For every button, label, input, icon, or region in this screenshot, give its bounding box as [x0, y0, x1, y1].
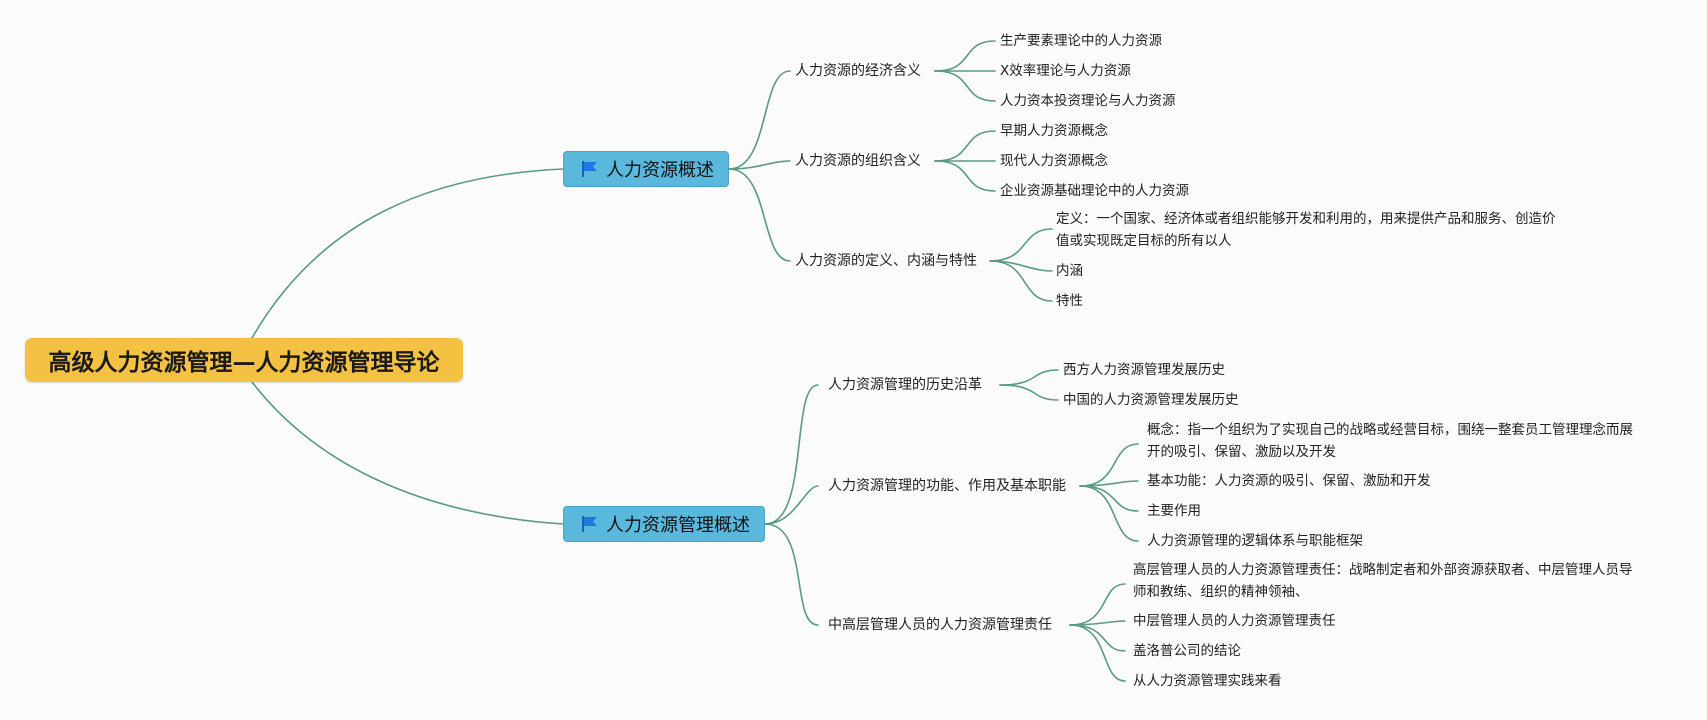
- leaf-topic[interactable]: 从人力资源管理实践来看: [1133, 673, 1282, 689]
- leaf-topic[interactable]: 人力资源管理的逻辑体系与职能框架: [1147, 533, 1363, 549]
- subtopic-history[interactable]: 人力资源管理的历史沿革: [828, 377, 982, 393]
- flag-icon: [580, 160, 600, 178]
- root-topic[interactable]: 高级人力资源管理—人力资源管理导论: [25, 338, 463, 382]
- leaf-topic[interactable]: 人力资本投资理论与人力资源: [1000, 93, 1176, 109]
- branch-hr-overview[interactable]: 人力资源概述: [563, 151, 729, 187]
- branch-label: 人力资源概述: [606, 160, 714, 181]
- subtopic-management-responsibility[interactable]: 中高层管理人员的人力资源管理责任: [828, 617, 1052, 633]
- flag-icon: [580, 515, 600, 533]
- leaf-topic[interactable]: 中国的人力资源管理发展历史: [1063, 392, 1239, 408]
- leaf-topic[interactable]: 主要作用: [1147, 503, 1201, 519]
- leaf-topic[interactable]: 生产要素理论中的人力资源: [1000, 33, 1162, 49]
- leaf-topic[interactable]: X效率理论与人力资源: [1000, 63, 1131, 79]
- leaf-topic-definition[interactable]: 定义：一个国家、经济体或者组织能够开发和利用的，用来提供产品和服务、创造价值或实…: [1056, 211, 1556, 249]
- leaf-topic[interactable]: 特性: [1056, 293, 1083, 309]
- subtopic-functions[interactable]: 人力资源管理的功能、作用及基本职能: [828, 478, 1066, 494]
- subtopic-definition-connotation[interactable]: 人力资源的定义、内涵与特性: [795, 253, 977, 269]
- leaf-topic[interactable]: 内涵: [1056, 263, 1083, 279]
- leaf-topic[interactable]: 盖洛普公司的结论: [1133, 643, 1241, 659]
- leaf-topic-senior-responsibility[interactable]: 高层管理人员的人力资源管理责任：战略制定者和外部资源获取者、中层管理人员导师和教…: [1133, 562, 1633, 600]
- leaf-topic[interactable]: 企业资源基础理论中的人力资源: [1000, 183, 1189, 199]
- leaf-topic[interactable]: 早期人力资源概念: [1000, 123, 1108, 139]
- leaf-topic[interactable]: 中层管理人员的人力资源管理责任: [1133, 613, 1336, 629]
- branch-label: 人力资源管理概述: [606, 515, 750, 536]
- leaf-topic[interactable]: 西方人力资源管理发展历史: [1063, 362, 1225, 378]
- subtopic-organizational-meaning[interactable]: 人力资源的组织含义: [795, 153, 921, 169]
- leaf-topic[interactable]: 基本功能：人力资源的吸引、保留、激励和开发: [1147, 473, 1431, 489]
- leaf-topic-concept[interactable]: 概念：指一个组织为了实现自己的战略或经营目标，围绕一整套员工管理理念而展开的吸引…: [1147, 422, 1633, 460]
- branch-hrm-overview[interactable]: 人力资源管理概述: [563, 506, 765, 542]
- leaf-topic[interactable]: 现代人力资源概念: [1000, 153, 1108, 169]
- subtopic-economic-meaning[interactable]: 人力资源的经济含义: [795, 63, 921, 79]
